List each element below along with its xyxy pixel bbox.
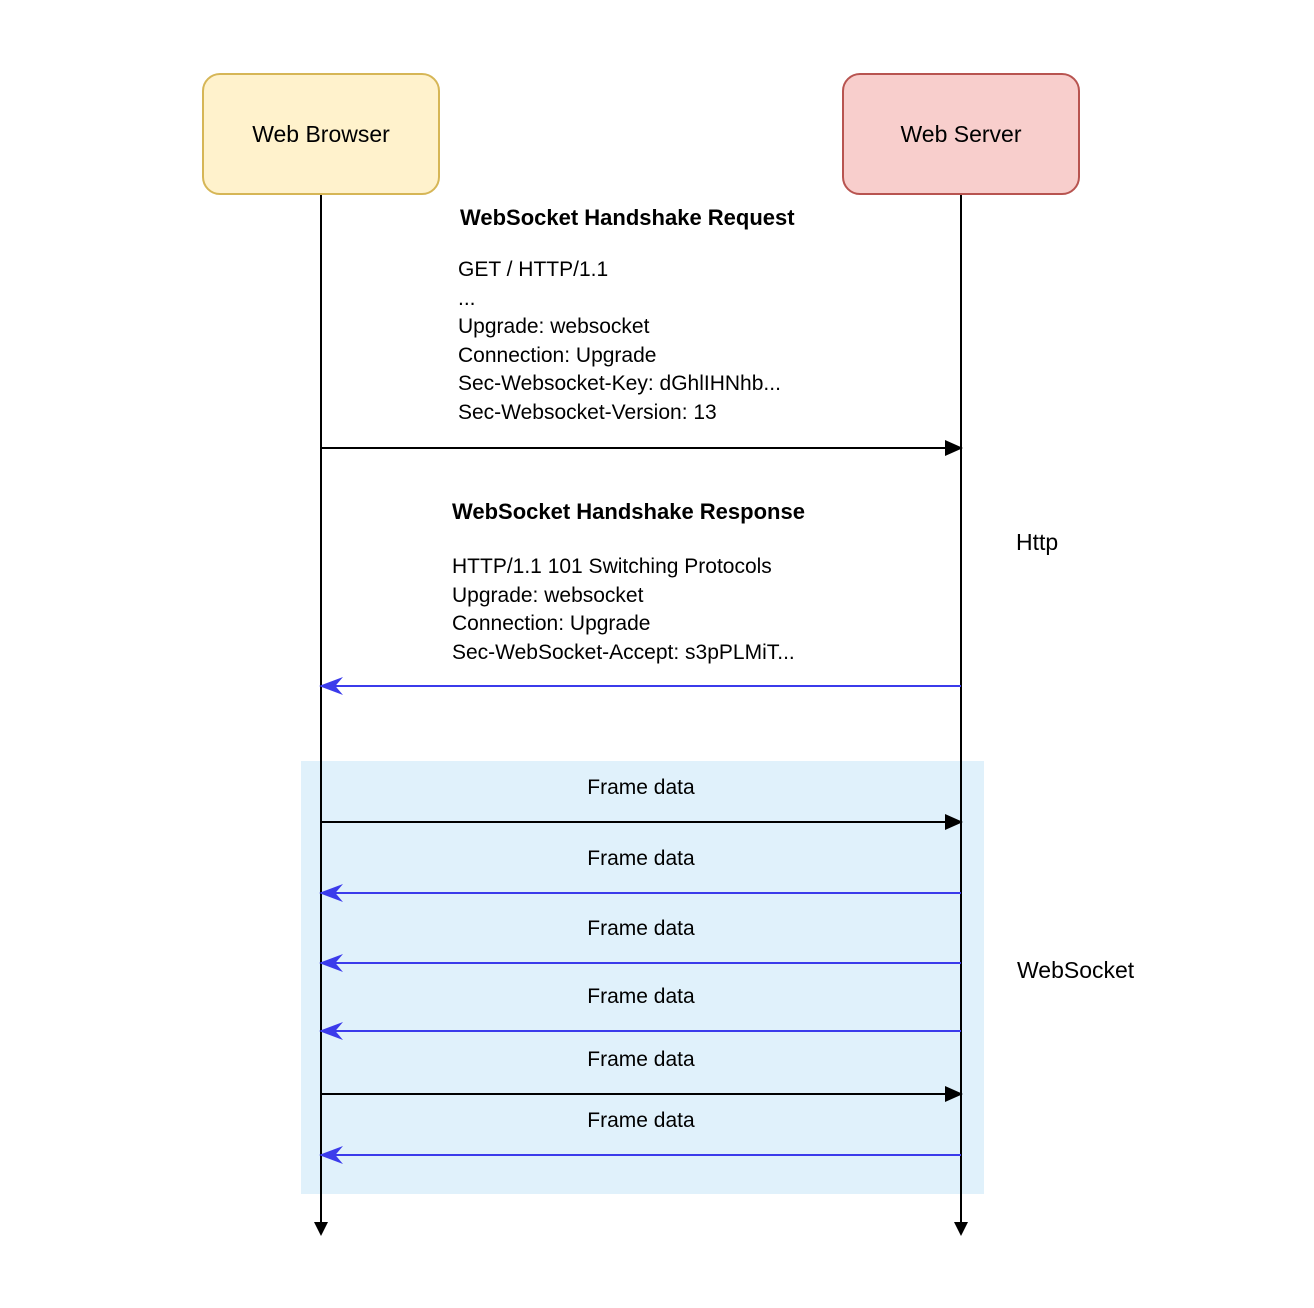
handshake-request-text: GET / HTTP/1.1 ... Upgrade: websocket Co… <box>458 256 781 427</box>
response-line: Connection: Upgrade <box>452 612 651 635</box>
response-line: Upgrade: websocket <box>452 583 644 607</box>
frame-data-label: Frame data <box>587 985 695 1008</box>
request-line: Sec-Websocket-Version: 13 <box>458 400 717 424</box>
actor-web-server: Web Server <box>842 73 1080 195</box>
frame-data-label: Frame data <box>587 1109 695 1132</box>
arrowhead-right-icon <box>945 1086 963 1102</box>
response-line: HTTP/1.1 101 Switching Protocols <box>452 555 772 578</box>
websocket-phase-region <box>301 761 984 1194</box>
websocket-phase-label: WebSocket <box>1017 957 1135 983</box>
arrowhead-down-icon <box>314 1222 328 1236</box>
web-browser-lifeline <box>314 195 328 1236</box>
arrowhead-right-icon <box>945 440 963 456</box>
handshake-request-title: WebSocket Handshake Request <box>460 205 795 230</box>
actor-web-browser: Web Browser <box>202 73 440 195</box>
frame-data-label: Frame data <box>587 1048 695 1071</box>
response-line: Sec-WebSocket-Accept: s3pPLMiT... <box>452 640 795 664</box>
http-phase-label: Http <box>1016 529 1059 555</box>
web-server-lifeline <box>954 195 968 1236</box>
frame-data-label: Frame data <box>587 847 695 870</box>
frame-data-label: Frame data <box>587 776 695 799</box>
request-line: Connection: Upgrade <box>458 343 657 367</box>
handshake-response-title: WebSocket Handshake Response <box>452 499 805 524</box>
arrowhead-down-icon <box>954 1222 968 1236</box>
handshake-response-text: HTTP/1.1 101 Switching Protocols Upgrade… <box>452 553 795 667</box>
request-line: ... <box>458 286 476 310</box>
actor-web-browser-label: Web Browser <box>252 120 390 147</box>
request-line: GET / HTTP/1.1 <box>458 258 609 281</box>
request-line: Sec-Websocket-Key: dGhlIHNhb... <box>458 372 781 395</box>
arrowhead-right-icon <box>945 814 963 830</box>
frame-data-label: Frame data <box>587 917 695 940</box>
actor-web-server-label: Web Server <box>900 120 1022 147</box>
request-line: Upgrade: websocket <box>458 315 650 338</box>
